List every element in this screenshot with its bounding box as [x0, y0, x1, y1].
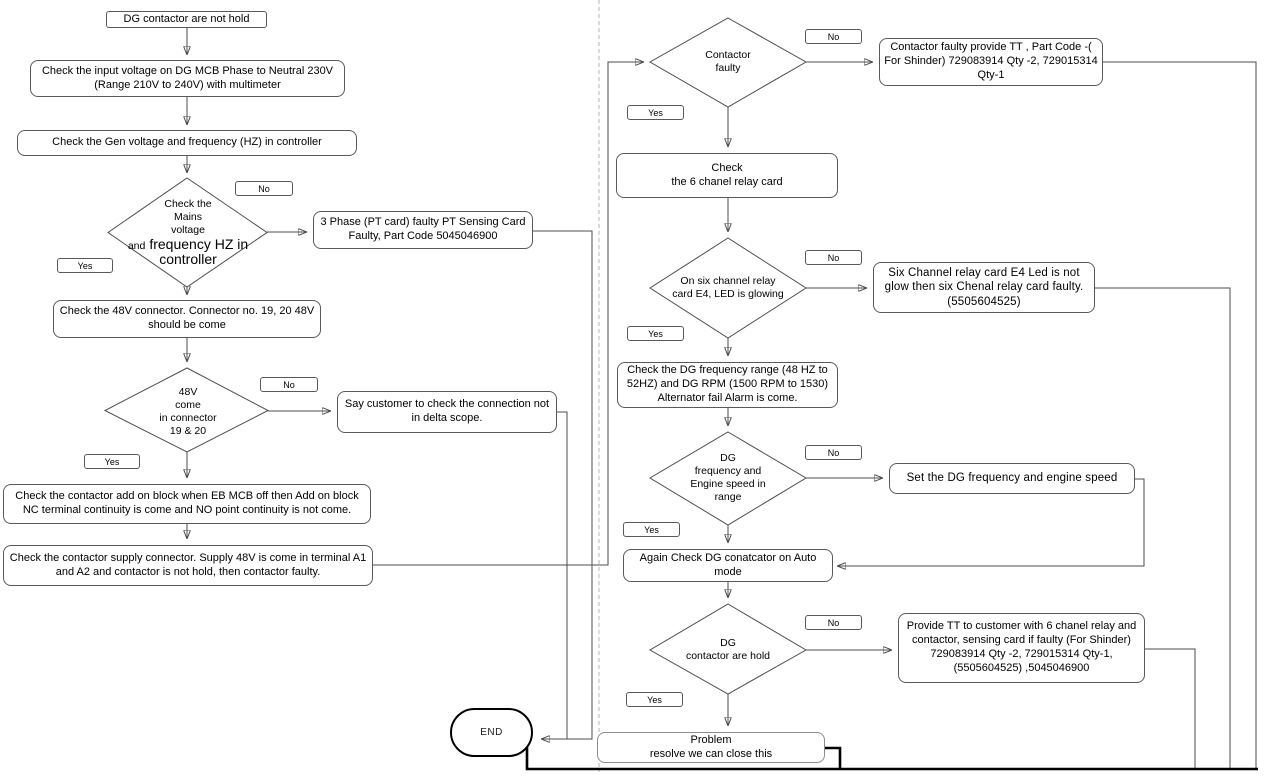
edge-supply-to-contactor-decision — [373, 62, 643, 566]
decision-line: Check the — [164, 198, 212, 211]
start-node: DG contactor are not hold — [106, 11, 267, 28]
decision-line: Mains — [173, 211, 202, 223]
decision-line: come — [175, 399, 201, 412]
process-add-on-block: Check the contactor add on block when EB… — [3, 484, 371, 524]
edge-provide-tt-to-end — [1145, 648, 1196, 768]
process-check-relay-card: Check the 6 chanel relay card — [616, 153, 838, 198]
label-yes-48v: Yes — [84, 454, 140, 469]
decision-line: card E4, LED is glowing — [672, 288, 784, 300]
decision-line: 48V — [178, 386, 198, 399]
process-supply-connector: Check the contactor supply connector. Su… — [3, 545, 373, 586]
process-delta-scope: Say customer to check the connection not… — [337, 391, 557, 433]
process-check-input-voltage: Check the input voltage on DG MCB Phase … — [30, 60, 345, 97]
label-no-contactor-faulty: No — [805, 29, 862, 44]
decision-contactor-hold-text: DG contactor are hold — [648, 630, 808, 670]
bottom-return-line — [525, 742, 1258, 771]
decision-line: in connector — [159, 412, 217, 424]
decision-line: Engine speed in — [690, 478, 766, 490]
process-line: the 6 chanel relay card — [671, 175, 783, 188]
decision-line: frequency and — [694, 465, 762, 478]
edge-contactor-tt-to-end — [1103, 61, 1257, 768]
process-relay-card-faulty: Six Channel relay card E4 Led is not glo… — [873, 262, 1095, 313]
decision-contactor-faulty-text: Contactor faulty — [663, 42, 793, 82]
edge-relay-faulty-to-end — [1095, 287, 1231, 768]
label-yes-mains: Yes — [57, 258, 113, 273]
decision-mains-voltage-shape — [107, 177, 268, 288]
process-problem-resolved: Problem resolve we can close this — [597, 732, 825, 763]
decision-line: range — [714, 490, 742, 503]
process-line: resolve we can close this — [649, 747, 773, 760]
edge-problem-to-bottom-line — [825, 746, 842, 769]
decision-contactor-hold-shape — [648, 603, 808, 695]
decision-line: Contactor — [705, 49, 751, 62]
edge-delta-to-end — [557, 411, 568, 739]
decision-contactor-faulty-shape — [648, 17, 808, 108]
terminator-end: END — [450, 708, 533, 757]
decision-led-glowing-text: On six channel relay card E4, LED is glo… — [645, 264, 811, 312]
decision-line: DG — [720, 637, 736, 650]
label-yes-freq: Yes — [623, 522, 680, 537]
process-check-gen-voltage: Check the Gen voltage and frequency (HZ)… — [17, 130, 357, 156]
label-yes-hold: Yes — [626, 692, 683, 707]
process-pt-card-faulty: 3 Phase (PT card) faulty PT Sensing Card… — [313, 211, 533, 249]
label-no-hold: No — [805, 615, 862, 630]
process-set-dg-frequency: Set the DG frequency and engine speed — [889, 463, 1135, 494]
process-line: Check — [711, 161, 743, 174]
label-no-led: No — [805, 250, 862, 265]
decision-48v-come-text: 48V come in connector 19 & 20 — [122, 376, 254, 448]
process-provide-tt: Provide TT to customer with 6 chanel rel… — [898, 613, 1145, 683]
decision-line: 19 & 20 — [169, 424, 207, 437]
decision-line-part: and — [127, 239, 146, 252]
decision-line: On six channel relay — [680, 275, 776, 288]
label-yes-led: Yes — [627, 326, 684, 341]
label-no-48v: No — [260, 377, 318, 392]
decision-line: voltage — [171, 223, 205, 236]
process-check-48v-connector: Check the 48V connector. Connector no. 1… — [53, 300, 321, 338]
decision-led-glowing-shape — [649, 237, 807, 339]
decision-line: controller — [159, 251, 217, 268]
process-line: Problem — [690, 733, 732, 746]
label-yes-contactor-faulty: Yes — [627, 105, 684, 120]
process-check-dg-frequency: Check the DG frequency range (48 HZ to 5… — [617, 362, 838, 408]
edge-set-to-again-feedback — [838, 478, 1145, 566]
edge-pt-card-to-end — [533, 230, 593, 739]
decision-freq-speed-text: DG frequency and Engine speed in range — [655, 438, 801, 518]
process-again-check-auto: Again Check DG conatcator on Auto mode — [623, 549, 833, 582]
decision-line: DG — [720, 452, 736, 465]
decision-48v-come-shape — [103, 367, 270, 453]
label-no-freq: No — [805, 445, 862, 460]
decision-line: contactor are hold — [685, 650, 771, 662]
label-no-mains: No — [235, 181, 293, 196]
process-contactor-tt: Contactor faulty provide TT , Part Code … — [879, 38, 1103, 86]
decision-freq-speed-shape — [649, 431, 807, 526]
decision-line: faulty — [715, 62, 741, 74]
decision-line-part: frequency HZ in — [149, 235, 249, 252]
